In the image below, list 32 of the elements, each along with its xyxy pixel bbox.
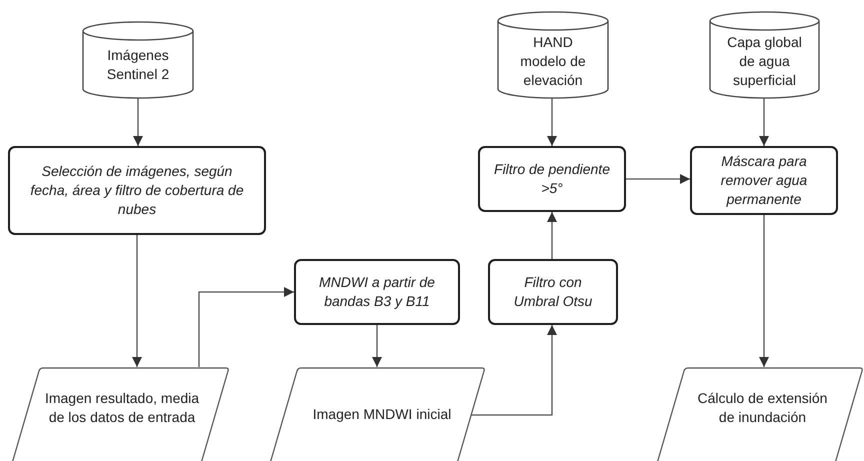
data-parallelogram — [268, 367, 486, 461]
arrow — [547, 212, 557, 259]
arrow — [470, 325, 557, 416]
arrow — [759, 98, 769, 146]
node-text: Imágenes Sentinel 2 — [106, 46, 170, 84]
arrow — [198, 287, 294, 367]
node-text: Capa global de agua superficial — [726, 32, 803, 90]
arrow — [133, 98, 143, 146]
process-box — [294, 259, 460, 325]
arrow — [372, 325, 382, 367]
arrow — [759, 215, 769, 367]
arrow — [547, 98, 557, 146]
node-text: Máscara para remover agua permanente — [720, 152, 808, 209]
data-parallelogram — [10, 367, 230, 461]
data-parallelogram — [655, 367, 864, 461]
node-text: Imagen MNDWI inicial — [312, 404, 452, 424]
process-box — [478, 146, 626, 212]
node-text: Selección de imágenes, según fecha, área y filtro de cobertura de nubes — [29, 162, 245, 219]
node-text: HAND modelo de elevación — [519, 32, 587, 90]
process-box — [488, 259, 618, 325]
arrow — [626, 174, 690, 184]
database-cylinder — [709, 12, 820, 98]
node-text: Imagen resultado, media de los datos de entrada — [44, 389, 200, 427]
process-box — [690, 146, 838, 215]
node-text: Filtro de pendiente >5° — [493, 160, 611, 198]
process-box — [8, 146, 266, 235]
node-text: MNDWI a partir de bandas B3 y B11 — [318, 273, 436, 311]
database-cylinder — [82, 22, 194, 98]
node-text: Cálculo de extensión de inundación — [696, 389, 828, 427]
database-cylinder — [497, 12, 609, 98]
arrow — [132, 235, 142, 367]
node-text: Filtro con Umbral Otsu — [512, 273, 594, 311]
